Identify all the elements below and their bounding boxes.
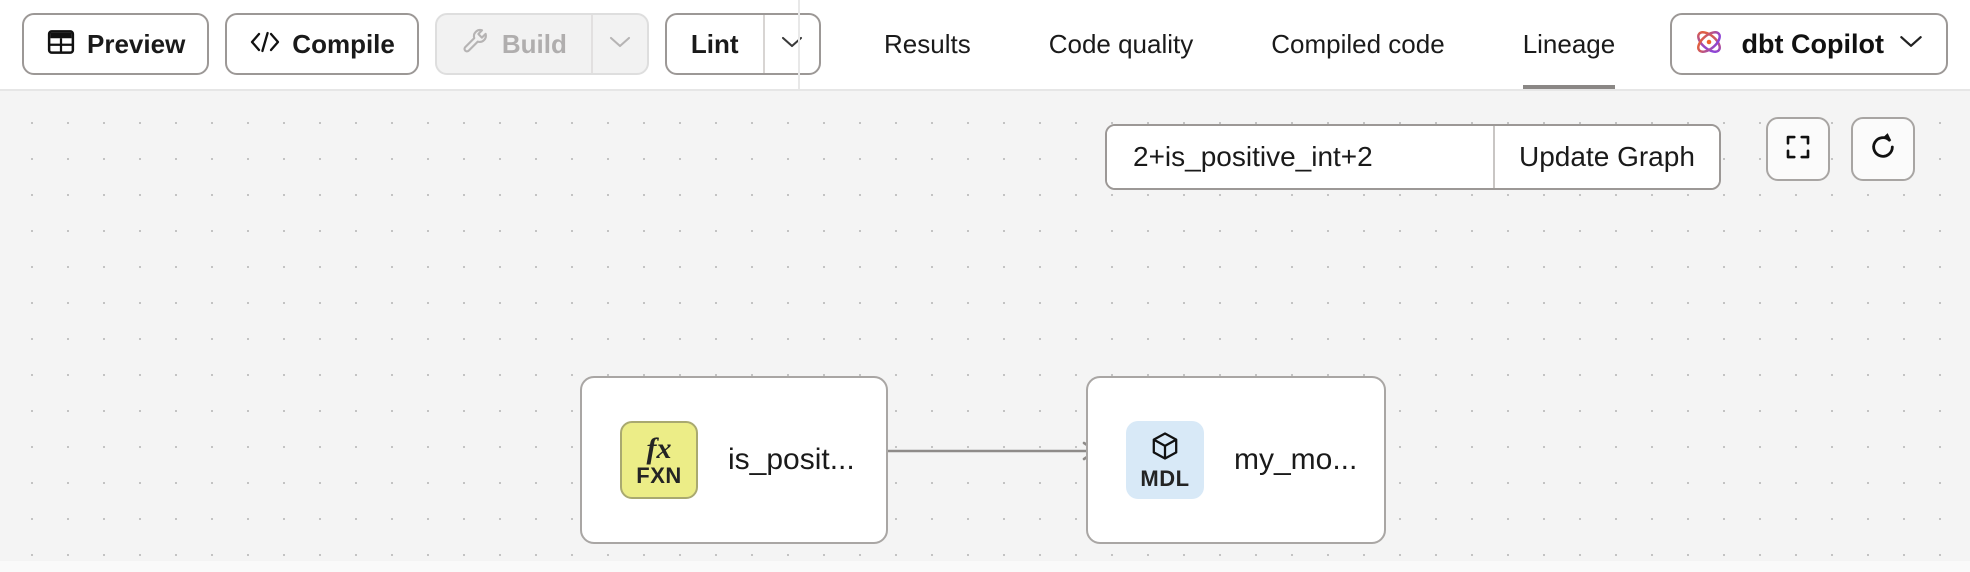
graph-controls-bar: Update Graph [1105,124,1721,190]
tab-lineage[interactable]: Lineage [1484,0,1655,89]
dbt-copilot-atom-icon [1690,23,1728,66]
graph-node-label: is_posit... [728,443,855,476]
tab-results-label: Results [884,29,971,59]
graph-edge [880,441,1098,461]
tab-compiled-code[interactable]: Compiled code [1232,0,1483,89]
refresh-graph-button[interactable] [1851,117,1915,181]
preview-button-label: Preview [87,29,186,59]
node-selector-input[interactable] [1107,126,1493,188]
top-toolbar: Preview Compile [0,0,1970,91]
tab-compiled-code-label: Compiled code [1271,29,1445,59]
graph-node-label: my_mo... [1234,443,1358,476]
build-split-button: Build [434,13,649,75]
lint-button-label: Lint [690,28,739,59]
update-graph-button[interactable]: Update Graph [1493,126,1719,188]
fxn-badge-type: FXN [636,462,682,488]
build-dropdown-toggle [590,15,647,73]
build-button-label: Build [501,28,567,59]
toolbar-actions-group: Preview Compile [22,13,821,75]
canvas-bottom-strip [0,561,1970,572]
graph-node-is-positive-int[interactable]: fx FXN is_posit... [580,376,888,544]
toolbar-divider [798,0,800,89]
compile-button[interactable]: Compile [225,13,419,75]
chevron-down-icon [608,35,632,54]
fullscreen-fit-icon [1783,132,1813,167]
panel-tabs: Results Code quality Compiled code Linea… [845,0,1654,89]
tab-code-quality-label: Code quality [1048,29,1194,59]
fit-view-button[interactable] [1766,117,1830,181]
dbt-copilot-label: dbt Copilot [1741,28,1884,59]
lint-button[interactable]: Lint [667,15,763,73]
cube-icon: MDL [1126,421,1204,499]
dbt-copilot-button[interactable]: dbt Copilot [1669,13,1948,75]
cube-glyph-icon [1149,430,1181,467]
graph-node-my-model[interactable]: MDL my_mo... [1086,376,1386,544]
code-brackets-icon [249,29,281,59]
table-icon [46,27,76,61]
build-button: Build [437,15,591,73]
chevron-down-icon [1898,34,1924,54]
refresh-icon [1867,131,1899,168]
compile-button-label: Compile [292,29,395,59]
wrench-icon [461,26,491,63]
mdl-badge-type: MDL [1140,466,1190,491]
preview-button[interactable]: Preview [22,13,210,75]
tab-lineage-label: Lineage [1522,29,1616,59]
function-icon: fx FXN [620,421,698,499]
lineage-graph-canvas[interactable]: Update Graph [0,91,1970,561]
tab-results[interactable]: Results [845,0,1010,89]
lint-split-button: Lint [664,13,821,75]
chevron-down-icon [780,35,804,54]
lint-dropdown-toggle[interactable] [762,15,819,73]
tab-code-quality[interactable]: Code quality [1010,0,1233,89]
fxn-badge-symbol: fx [646,431,672,465]
